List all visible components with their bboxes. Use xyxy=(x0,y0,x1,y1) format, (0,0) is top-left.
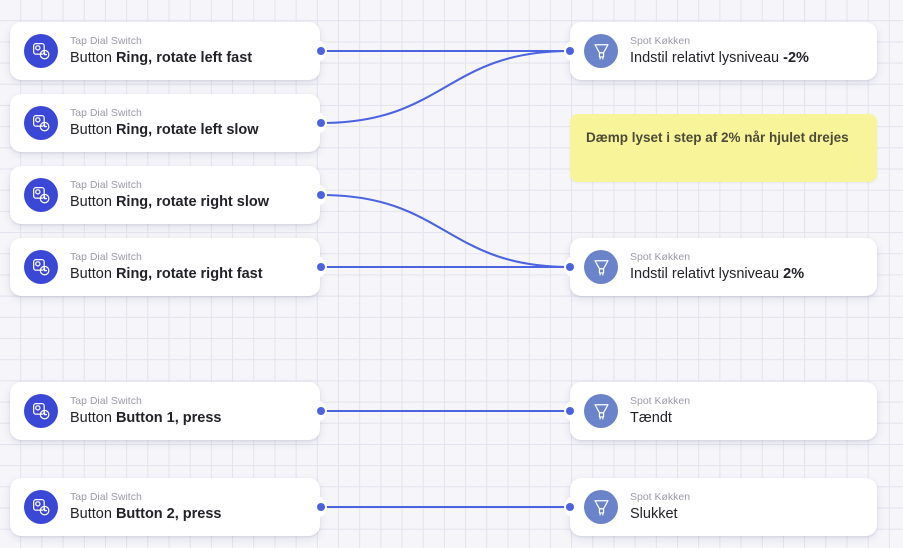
node-device-name: Spot Køkken xyxy=(630,35,691,47)
spot-light-bulb-icon xyxy=(584,394,618,428)
input-handle[interactable] xyxy=(566,503,574,511)
input-handle[interactable] xyxy=(566,263,574,271)
spot-light-bulb-icon xyxy=(584,490,618,524)
input-handle[interactable] xyxy=(566,47,574,55)
node-title-value: Ring, rotate left fast xyxy=(115,50,253,66)
node-title-value: Ring, rotate right slow xyxy=(115,194,270,210)
node-device-name: Tap Dial Switch xyxy=(70,35,142,47)
node-title: Indstil relativt lysniveau -2% xyxy=(630,49,809,67)
edge-left-slow-to-dim-down[interactable] xyxy=(319,49,572,125)
node-device-name: Spot Køkken xyxy=(630,395,691,407)
sticky-note-text: Dæmp lyset i step af 2% når hjulet dreje… xyxy=(586,130,849,145)
node-title-prefix: Indstil relativt lysniveau xyxy=(630,266,784,282)
node-title: Slukket xyxy=(630,506,678,522)
edge-right-slow-to-dim-up[interactable] xyxy=(319,193,572,269)
node-title: Tændt xyxy=(630,410,672,426)
output-handle[interactable] xyxy=(317,407,325,415)
node-title-prefix: Indstil relativt lysniveau xyxy=(630,50,784,66)
output-handle[interactable] xyxy=(317,119,325,127)
input-handle[interactable] xyxy=(566,407,574,415)
node-title: Button Button 2, press xyxy=(70,505,222,523)
node-title: Button Ring, rotate left slow xyxy=(70,121,259,139)
node-title-value: -2% xyxy=(783,50,809,66)
node-title: Indstil relativt lysniveau 2% xyxy=(630,265,804,283)
node-title: Button Ring, rotate right slow xyxy=(70,193,269,211)
node-title: Button Ring, rotate left fast xyxy=(70,49,252,67)
node-title-prefix: Button xyxy=(70,506,116,522)
spot-light-bulb-icon xyxy=(584,34,618,68)
node-title-value: 2% xyxy=(783,266,805,282)
node-device-name: Tap Dial Switch xyxy=(70,251,142,263)
tap-dial-switch-icon xyxy=(24,250,58,284)
node-title-prefix: Button xyxy=(70,410,116,426)
tap-dial-switch-icon xyxy=(24,178,58,212)
node-title: Button Ring, rotate right fast xyxy=(70,265,263,283)
node-title-prefix: Button xyxy=(70,122,116,138)
node-title-value: Ring, rotate right fast xyxy=(115,266,263,282)
output-handle[interactable] xyxy=(317,191,325,199)
node-device-name: Tap Dial Switch xyxy=(70,179,142,191)
node-title-value: Ring, rotate left slow xyxy=(115,122,259,138)
spot-light-bulb-icon xyxy=(584,250,618,284)
tap-dial-switch-icon xyxy=(24,394,58,428)
output-handle[interactable] xyxy=(317,263,325,271)
sticky-note[interactable]: Dæmp lyset i step af 2% når hjulet dreje… xyxy=(570,114,877,182)
node-device-name: Tap Dial Switch xyxy=(70,491,142,503)
node-title-value: Button 1, press xyxy=(115,410,222,426)
tap-dial-switch-icon xyxy=(24,490,58,524)
node-device-name: Spot Køkken xyxy=(630,251,691,263)
tap-dial-switch-icon xyxy=(24,106,58,140)
node-title-prefix: Button xyxy=(70,266,116,282)
node-title-prefix: Button xyxy=(70,194,116,210)
output-handle[interactable] xyxy=(317,503,325,511)
node-title-value: Button 2, press xyxy=(115,506,222,522)
tap-dial-switch-icon xyxy=(24,34,58,68)
node-device-name: Tap Dial Switch xyxy=(70,107,142,119)
node-device-name: Tap Dial Switch xyxy=(70,395,142,407)
output-handle[interactable] xyxy=(317,47,325,55)
node-title-prefix: Button xyxy=(70,50,116,66)
node-device-name: Spot Køkken xyxy=(630,491,691,503)
node-title: Button Button 1, press xyxy=(70,409,222,427)
